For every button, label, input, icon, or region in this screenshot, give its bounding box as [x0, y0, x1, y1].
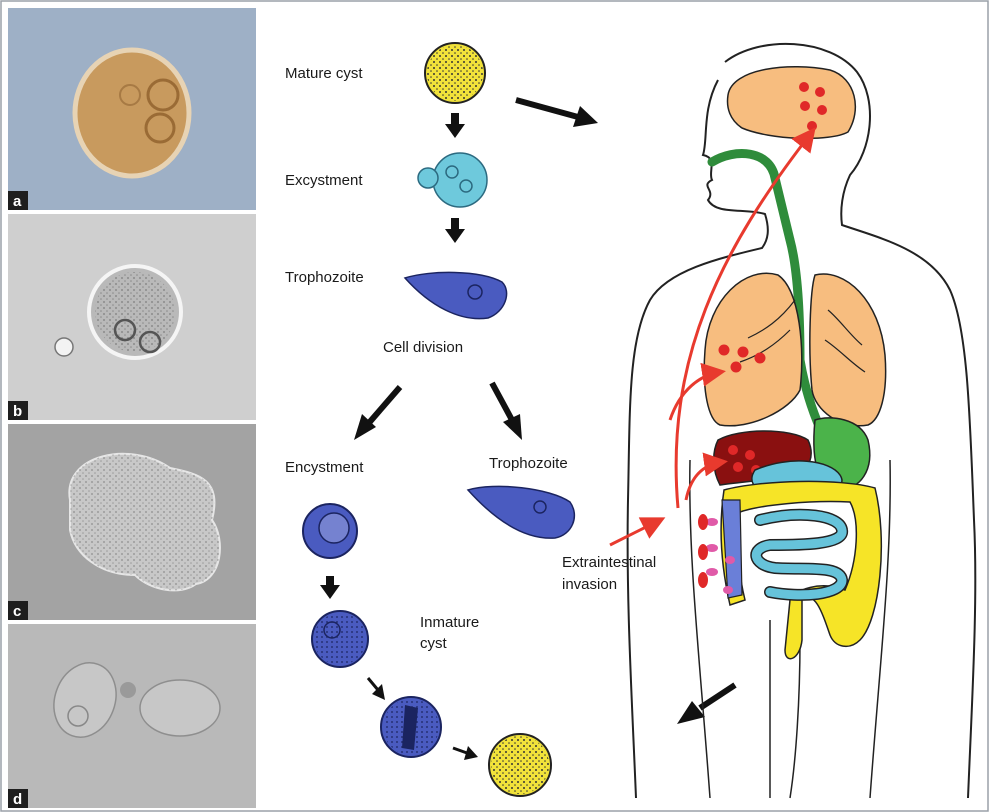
liver-spot: [733, 462, 743, 472]
excystment-cell: [433, 153, 487, 207]
label-extraintestinal-line1: Extraintestinal: [562, 554, 656, 571]
colon-spot: [725, 556, 735, 564]
label-mature-cyst: Mature cyst: [285, 65, 363, 82]
liver-spot: [745, 450, 755, 460]
label-encystment: Encystment: [285, 459, 364, 476]
colon-spot: [723, 586, 733, 594]
cyst-texture: [95, 272, 175, 352]
immature-cyst-texture: [314, 613, 366, 665]
brain-spot: [799, 82, 809, 92]
lung-spot: [731, 362, 742, 373]
mature-cyst-micrograph: [75, 50, 189, 176]
panel-a: a: [8, 8, 256, 210]
cell-micrograph-right: [140, 680, 220, 736]
encystment-vacuole: [319, 513, 349, 543]
lung-spot: [719, 345, 730, 356]
red-spot: [698, 514, 708, 530]
lung-spot: [755, 353, 766, 364]
panel-d-letter: d: [13, 791, 22, 808]
label-inmature-line1: Inmature: [420, 614, 479, 631]
panel-b-letter: b: [13, 403, 22, 420]
brain-spot: [807, 121, 817, 131]
excystment-bud: [418, 168, 438, 188]
label-extraintestinal-line2: invasion: [562, 576, 617, 593]
label-cell-division: Cell division: [383, 339, 463, 356]
panel-b: b: [8, 214, 256, 420]
small-cell: [55, 338, 73, 356]
label-trophozoite-top: Trophozoite: [285, 269, 364, 286]
brain-spot: [800, 101, 810, 111]
panel-a-letter: a: [13, 193, 22, 210]
panel-c: c: [8, 424, 256, 620]
label-trophozoite-right: Trophozoite: [489, 455, 568, 472]
panel-d: d: [8, 624, 256, 808]
label-inmature-line2: cyst: [420, 635, 448, 652]
brain: [728, 67, 856, 139]
label-excystment: Excystment: [285, 172, 363, 189]
colon-spot: [706, 568, 718, 576]
small-cell: [120, 682, 136, 698]
panel-c-letter: c: [13, 603, 21, 620]
lung-spot: [738, 347, 749, 358]
brain-spot: [817, 105, 827, 115]
red-spot: [698, 572, 708, 588]
mature-cyst-bottom-texture: [491, 736, 549, 794]
mature-cyst-texture: [427, 45, 483, 101]
red-spot: [698, 544, 708, 560]
brain-spot: [815, 87, 825, 97]
liver-spot: [728, 445, 738, 455]
